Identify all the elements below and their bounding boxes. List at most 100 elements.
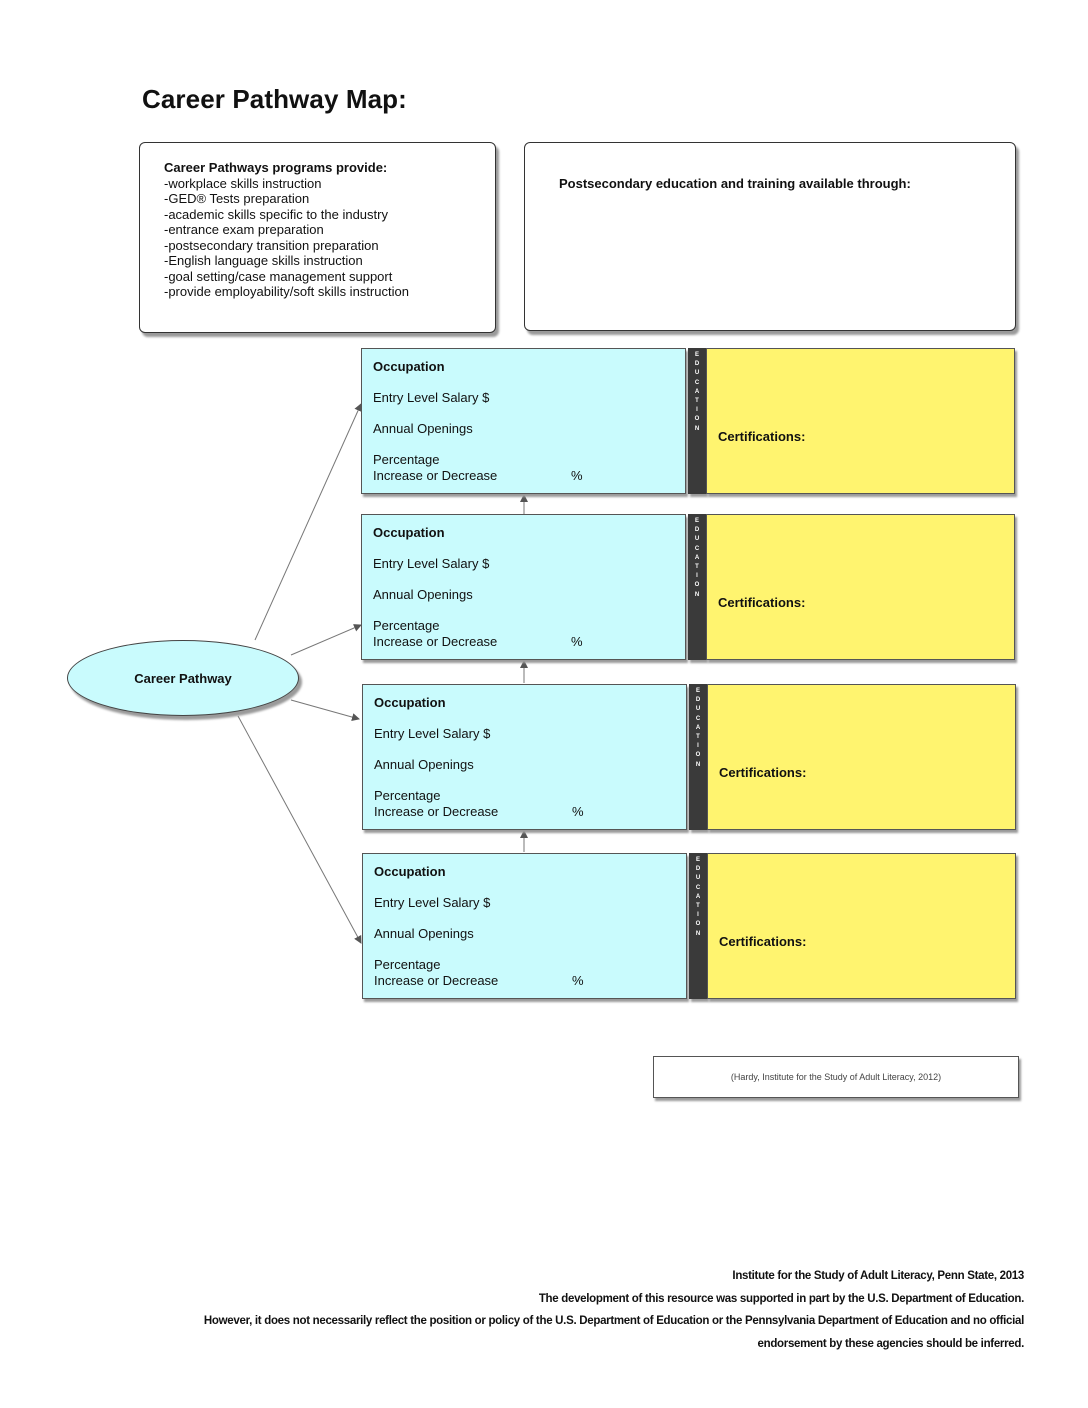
education-letter: N	[695, 761, 701, 768]
education-letter: N	[695, 930, 701, 937]
percent-sign: %	[571, 633, 583, 649]
footer-line: endorsement by these agencies should be …	[757, 1337, 1025, 1350]
list-item: -English language skills instruction	[164, 253, 363, 268]
arrow-to-occupation-1	[254, 403, 362, 641]
education-letter: C	[694, 379, 700, 386]
education-letter: A	[694, 554, 700, 561]
education-letter: E	[694, 518, 699, 524]
programs-list: -workplace skills instruction -GED® Test…	[164, 176, 495, 300]
list-item: -academic skills specific to the industr…	[164, 206, 388, 222]
annual-openings-label: Annual Openings	[374, 926, 474, 941]
percentage-line-1: Percentage	[373, 618, 440, 633]
education-letter: A	[695, 724, 701, 731]
education-letter: I	[696, 573, 698, 580]
career-pathway-label: Career Pathway	[134, 670, 232, 686]
education-letter: D	[694, 527, 700, 534]
occupation-label: Occupation	[374, 695, 446, 710]
occupation-box-2: Occupation Entry Level Salary $ Annual O…	[361, 514, 686, 660]
list-item: -entrance exam preparation	[164, 222, 324, 237]
education-letter: T	[695, 398, 699, 405]
percentage-change-label: Percentage Increase or Decrease %	[373, 618, 685, 649]
programs-heading: Career Pathways programs provide:	[164, 160, 388, 175]
education-letter: I	[696, 407, 698, 414]
page-title: Career Pathway Map:	[142, 84, 407, 114]
education-letter: U	[694, 536, 700, 543]
education-letter: C	[695, 884, 701, 891]
certifications-box-1: Certifications:	[706, 348, 1015, 494]
education-letter: U	[695, 706, 701, 713]
entry-salary-label: Entry Level Salary $	[373, 556, 490, 571]
education-letter: D	[694, 361, 700, 368]
percent-sign: %	[572, 803, 584, 819]
education-bar-2: E D U C A T I O N	[688, 514, 706, 660]
list-item: -goal setting/case management support	[164, 268, 393, 284]
percentage-change-label: Percentage Increase or Decrease %	[373, 452, 685, 483]
arrow-to-occupation-3	[290, 699, 360, 721]
footer-line: However, it does not necessarily reflect…	[203, 1315, 1024, 1327]
education-letter: C	[694, 545, 700, 552]
education-letter: E	[695, 688, 700, 694]
education-letter: N	[694, 425, 700, 432]
list-item: -postsecondary transition preparation	[164, 237, 379, 253]
percentage-line-1: Percentage	[374, 788, 441, 803]
education-letter: D	[695, 866, 701, 873]
certifications-label: Certifications:	[719, 765, 807, 780]
career-pathway-node: Career Pathway	[67, 640, 299, 716]
education-bar-4: E D U C A T I O N	[689, 853, 707, 999]
percentage-line-2: Increase or Decrease	[373, 467, 498, 483]
education-letter: T	[696, 734, 700, 741]
education-letter: A	[695, 893, 701, 900]
education-letter: N	[694, 591, 700, 598]
education-letter: U	[694, 370, 700, 377]
percentage-line-2: Increase or Decrease	[373, 633, 498, 649]
postsecondary-box: Postsecondary education and training ava…	[524, 142, 1016, 331]
annual-openings-label: Annual Openings	[374, 757, 474, 772]
education-letter: O	[695, 752, 701, 759]
occupation-label: Occupation	[374, 864, 446, 879]
percent-sign: %	[571, 467, 583, 483]
programs-box: Career Pathways programs provide: -workp…	[139, 142, 496, 333]
percent-sign: %	[572, 972, 584, 988]
arrow-to-occupation-2	[290, 624, 362, 656]
education-letter: O	[694, 582, 700, 589]
percentage-change-label: Percentage Increase or Decrease %	[374, 957, 686, 988]
education-letter: C	[695, 715, 701, 722]
education-letter: T	[696, 903, 700, 910]
education-letter: O	[694, 416, 700, 423]
annual-openings-label: Annual Openings	[373, 587, 473, 602]
list-item: -workplace skills instruction	[164, 175, 322, 191]
certifications-label: Certifications:	[718, 429, 806, 444]
citation-box: (Hardy, Institute for the Study of Adult…	[653, 1056, 1019, 1098]
percentage-line-2: Increase or Decrease	[374, 803, 499, 819]
education-letter: U	[695, 875, 701, 882]
education-bar-3: E D U C A T I O N	[689, 684, 707, 830]
footer-line: Institute for the Study of Adult Literac…	[732, 1270, 1024, 1282]
occupation-label: Occupation	[373, 525, 445, 540]
annual-openings-label: Annual Openings	[373, 421, 473, 436]
education-letter: I	[697, 743, 699, 750]
percentage-change-label: Percentage Increase or Decrease %	[374, 788, 686, 819]
education-letter: D	[695, 697, 701, 704]
education-letter: O	[695, 921, 701, 928]
percentage-line-1: Percentage	[373, 452, 440, 467]
list-item: -provide employability/soft skills instr…	[164, 284, 409, 299]
certifications-label: Certifications:	[719, 934, 807, 949]
percentage-line-1: Percentage	[374, 957, 441, 972]
postsecondary-label: Postsecondary education and training ava…	[559, 176, 911, 191]
education-letter: E	[694, 352, 699, 358]
entry-salary-label: Entry Level Salary $	[373, 390, 490, 405]
occupation-label: Occupation	[373, 359, 445, 374]
certifications-box-2: Certifications:	[706, 514, 1015, 660]
arrow-to-occupation-4	[237, 715, 362, 944]
education-bar-1: E D U C A T I O N	[688, 348, 706, 494]
education-letter: I	[697, 912, 699, 919]
footer-line: The development of this resource was sup…	[538, 1292, 1024, 1305]
education-letter: E	[695, 857, 700, 863]
entry-salary-label: Entry Level Salary $	[374, 726, 491, 741]
occupation-box-1: Occupation Entry Level Salary $ Annual O…	[361, 348, 686, 494]
certifications-label: Certifications:	[718, 595, 806, 610]
list-item: -GED® Tests preparation	[164, 191, 310, 206]
certifications-box-4: Certifications:	[707, 853, 1016, 999]
footer-disclaimer: Institute for the Study of Adult Literac…	[64, 1265, 1024, 1355]
